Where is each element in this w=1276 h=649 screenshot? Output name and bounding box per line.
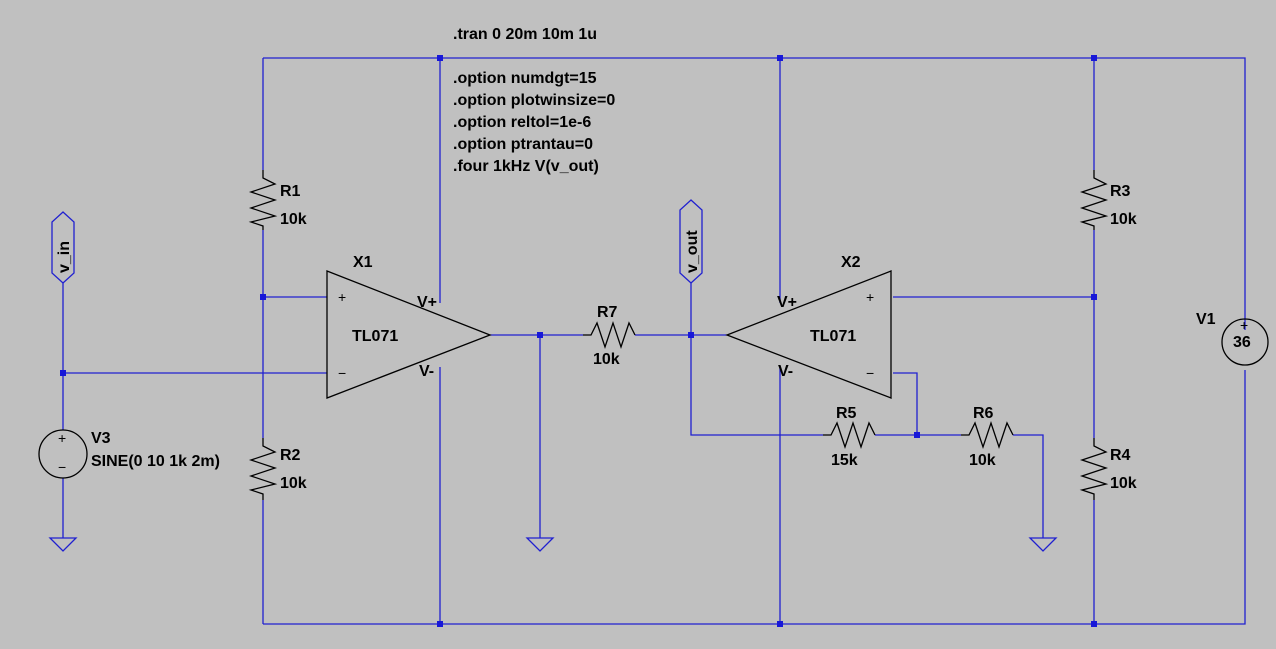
v3-minus-sign: − — [58, 459, 66, 475]
resistor-zigzag-icon — [961, 420, 1014, 450]
ground-icon[interactable] — [48, 537, 78, 552]
r2-value: 10k — [280, 475, 307, 492]
voltage-source-v1[interactable]: + 36 V1 — [1196, 311, 1269, 366]
resistor-r4[interactable]: R4 10k — [1079, 438, 1137, 500]
resistor-r6[interactable]: R6 10k — [961, 405, 1014, 469]
resistor-r1[interactable]: R1 10k — [248, 170, 307, 230]
x2-minus-feedback-wire[interactable] — [893, 372, 918, 435]
x2-minus-sign: − — [866, 365, 874, 381]
r1-name: R1 — [280, 183, 301, 200]
x2-vminus-label: V- — [778, 363, 793, 380]
r7-name: R7 — [597, 304, 618, 321]
x1-minus-sign: − — [338, 365, 346, 381]
v3-name: V3 — [91, 430, 111, 447]
r3-name: R3 — [1110, 183, 1131, 200]
resistor-r2[interactable]: R2 10k — [248, 438, 307, 500]
junction-dot — [777, 621, 783, 627]
r3-value: 10k — [1110, 211, 1137, 228]
r6-name: R6 — [973, 405, 994, 422]
resistor-zigzag-icon — [1079, 438, 1109, 500]
r6-ground-wire[interactable] — [1013, 434, 1044, 538]
net-label-v-in-text: v_in — [56, 241, 73, 273]
net-label-v-in[interactable]: v_in — [51, 211, 75, 284]
r2-name: R2 — [280, 447, 301, 464]
v1-value: 36 — [1233, 334, 1251, 351]
directive-tran[interactable]: .tran 0 20m 10m 1u — [453, 26, 597, 43]
x1-plus-sign: + — [338, 289, 346, 305]
r1-value: 10k — [280, 211, 307, 228]
x1-vplus-label: V+ — [417, 294, 437, 311]
resistor-zigzag-icon — [248, 438, 278, 500]
junction-dot — [537, 332, 543, 338]
junction-dot — [777, 55, 783, 61]
opamp-x1[interactable]: + − X1 TL071 V+ V- — [326, 254, 492, 399]
x2-plus-sign: + — [866, 289, 874, 305]
net-label-v-out[interactable]: v_out — [679, 199, 703, 284]
grounds — [48, 537, 1058, 552]
net-flag-icon — [51, 211, 75, 284]
r6-value: 10k — [969, 452, 996, 469]
net-label-v-out-text: v_out — [684, 230, 701, 273]
opamp-triangle-icon — [725, 270, 892, 399]
directive-four[interactable]: .four 1kHz V(v_out) — [453, 158, 599, 175]
v3-value: SINE(0 10 1k 2m) — [91, 453, 220, 470]
v1-plus-sign: + — [1240, 317, 1248, 333]
resistor-zigzag-icon — [823, 420, 876, 450]
net-flag-icon — [679, 199, 703, 284]
directive-option-reltol[interactable]: .option reltol=1e-6 — [453, 114, 591, 131]
x1-model: TL071 — [352, 328, 398, 345]
resistor-zigzag-icon — [583, 320, 636, 350]
x2-vplus-label: V+ — [777, 294, 797, 311]
top-rail-wire[interactable] — [263, 57, 1246, 330]
v3-plus-sign: + — [58, 430, 66, 446]
ground-icon[interactable] — [1028, 537, 1058, 552]
resistor-r7[interactable]: R7 10k — [583, 304, 636, 368]
voltage-source-icon — [1221, 318, 1269, 366]
junction-dots — [60, 55, 1097, 627]
wires — [62, 57, 1246, 625]
r7-value: 10k — [593, 351, 620, 368]
bottom-rail-wire[interactable] — [263, 370, 1246, 625]
x1-name: X1 — [353, 254, 373, 271]
x2-name: X2 — [841, 254, 861, 271]
v1-name: V1 — [1196, 311, 1216, 328]
r4-value: 10k — [1110, 475, 1137, 492]
junction-dot — [1091, 294, 1097, 300]
junction-dot — [260, 294, 266, 300]
r4-name: R4 — [1110, 447, 1131, 464]
resistor-zigzag-icon — [248, 170, 278, 230]
junction-dot — [60, 370, 66, 376]
spice-directives[interactable]: .tran 0 20m 10m 1u .option numdgt=15 .op… — [453, 26, 615, 175]
ground-icon[interactable] — [525, 537, 555, 552]
voltage-source-v3[interactable]: + − V3 SINE(0 10 1k 2m) — [38, 429, 220, 479]
resistor-zigzag-icon — [1079, 170, 1109, 230]
r5-name: R5 — [836, 405, 857, 422]
x2-model: TL071 — [810, 328, 856, 345]
junction-dot — [1091, 621, 1097, 627]
junction-dot — [914, 432, 920, 438]
opamp-triangle-icon — [326, 270, 492, 399]
junction-dot — [437, 621, 443, 627]
directive-option-numdgt[interactable]: .option numdgt=15 — [453, 70, 597, 87]
r5-value: 15k — [831, 452, 858, 469]
voltage-source-icon — [38, 429, 88, 479]
opamp-x2[interactable]: + − X2 TL071 V+ V- — [725, 254, 892, 399]
directive-option-ptrantau[interactable]: .option ptrantau=0 — [453, 136, 593, 153]
x1-vminus-label: V- — [419, 363, 434, 380]
junction-dot — [688, 332, 694, 338]
junction-dot — [437, 55, 443, 61]
resistor-r5[interactable]: R5 15k — [823, 405, 876, 469]
directive-option-plotwinsize[interactable]: .option plotwinsize=0 — [453, 92, 615, 109]
resistor-r3[interactable]: R3 10k — [1079, 170, 1137, 230]
junction-dot — [1091, 55, 1097, 61]
